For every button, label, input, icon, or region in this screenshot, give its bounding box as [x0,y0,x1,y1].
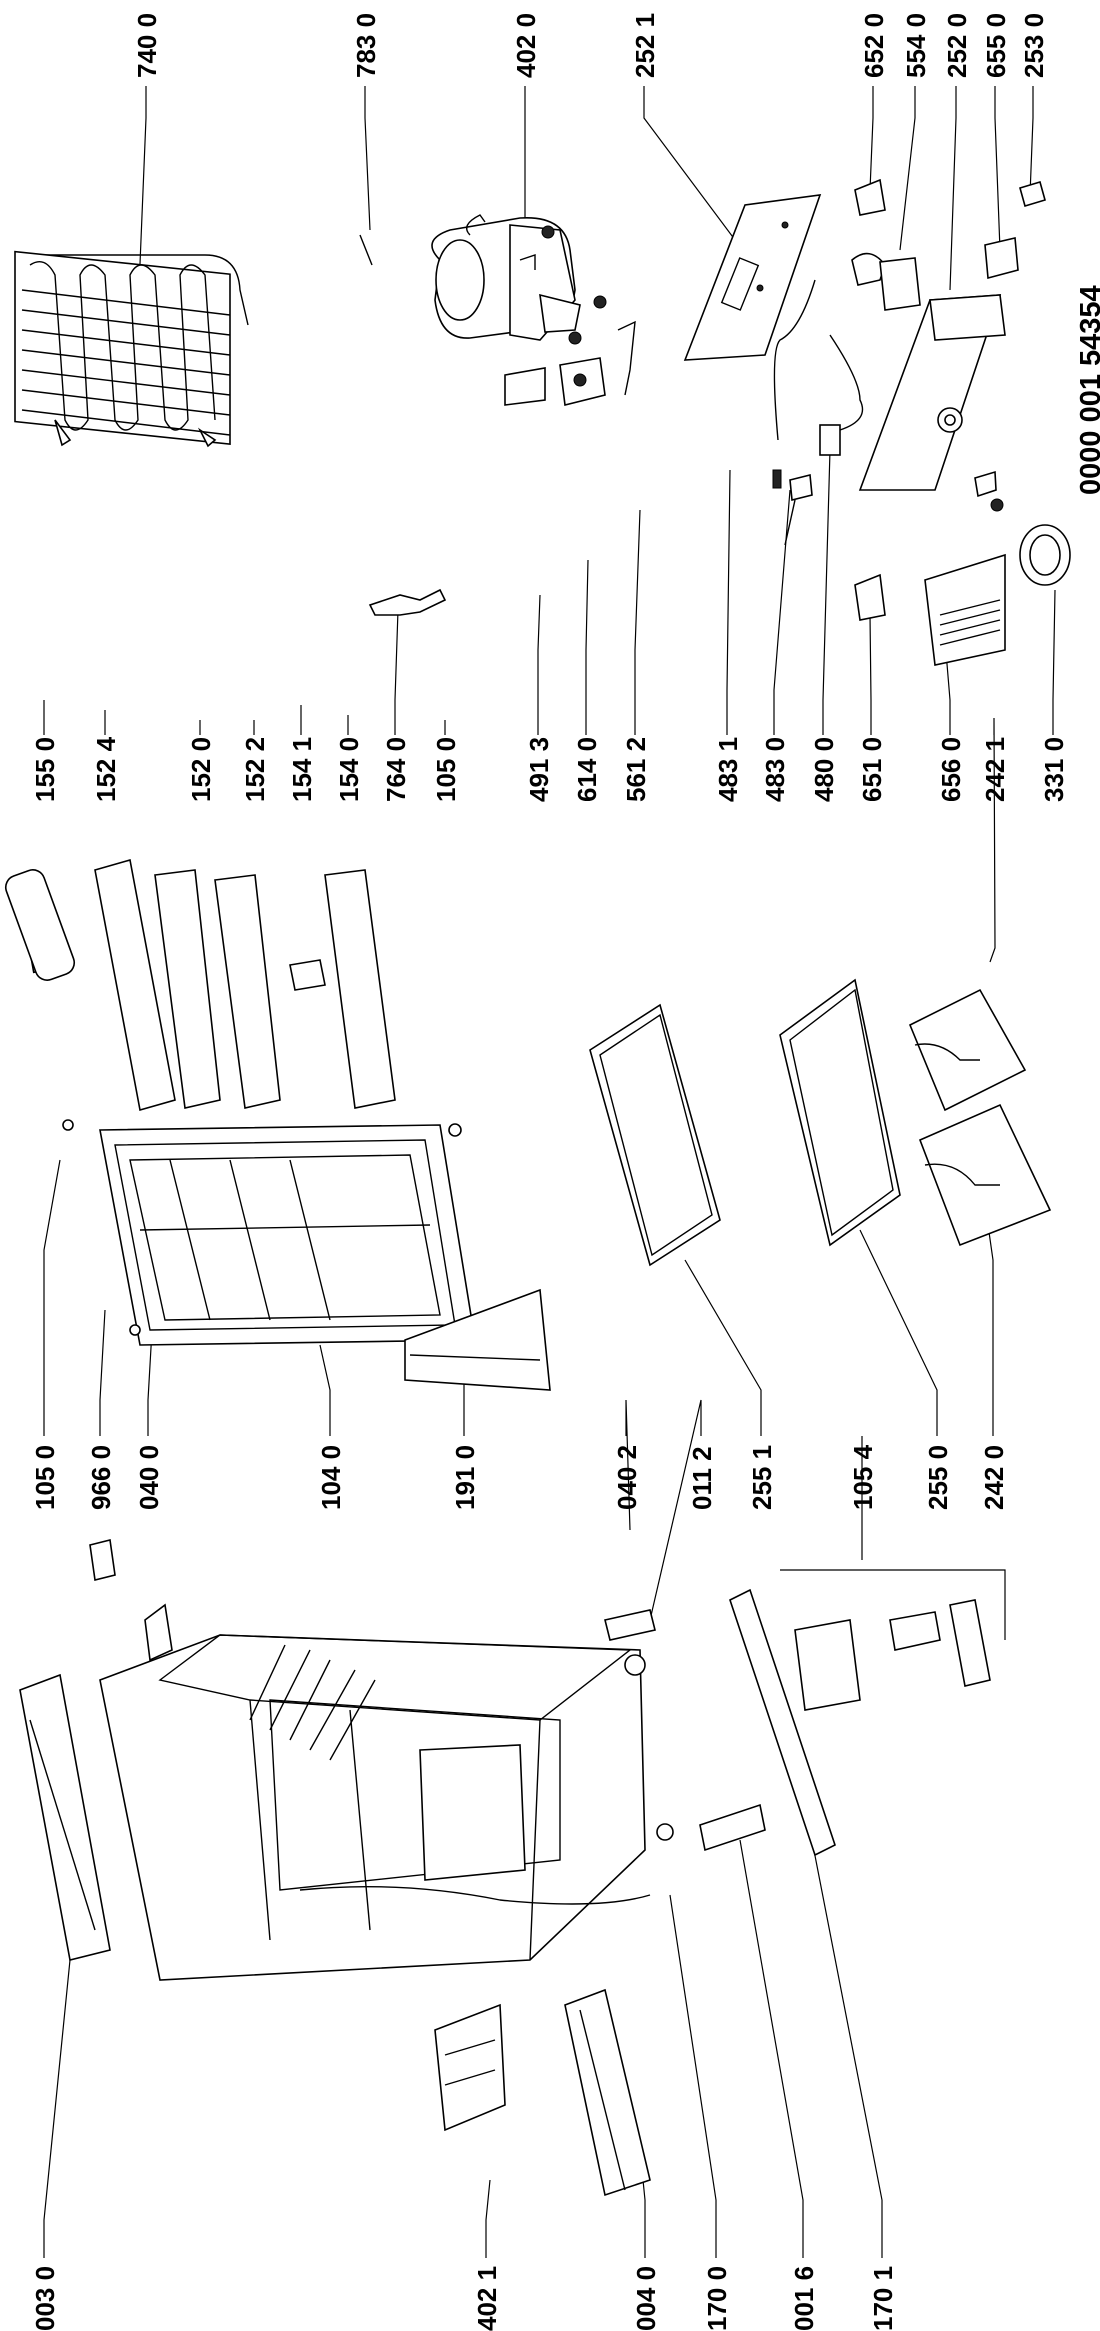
callout-105-4: 105 4 [848,1444,878,1510]
callout-040-0: 040 0 [134,1445,164,1510]
relay-parts [504,320,636,406]
callout-480-0: 480 0 [809,737,839,802]
callout-170-1: 170 1 [868,2266,898,2331]
compressor [431,214,607,345]
glass-shelves [589,978,901,1267]
callouts-top: 740 0 783 0 402 0 252 1 652 0 554 0 252 … [132,13,1049,78]
control-housing [851,178,1046,512]
callout-655-0: 655 0 [981,13,1011,78]
callout-614-0: 614 0 [572,737,602,802]
lamp-and-fan [854,524,1071,666]
leader-lines [43,86,1056,2258]
callouts-bottom: 003 0 402 1 004 0 170 0 001 6 170 1 [30,2266,898,2331]
callout-783-0: 783 0 [351,13,381,78]
callout-152-0: 152 0 [186,737,216,802]
callout-656-0: 656 0 [936,737,966,802]
callout-001-6: 001 6 [789,2266,819,2331]
side-panel [19,1673,111,1961]
callout-152-4: 152 4 [91,736,121,802]
callout-252-0: 252 0 [942,13,972,78]
document-id: 0000 001 54354 [1075,285,1100,495]
callout-154-0: 154 0 [334,737,364,802]
bracket-001-6 [699,1803,766,1852]
callout-764-0: 764 0 [381,737,411,802]
strip-170-1 [729,1588,836,1857]
callout-191-0: 191 0 [450,1445,480,1510]
callout-105-0-left: 105 0 [30,1445,60,1510]
callout-104-0: 104 0 [316,1445,346,1510]
callout-004-0: 004 0 [631,2266,661,2331]
callout-242-0: 242 0 [979,1445,1009,1510]
door-assembly [62,1119,551,1391]
callouts-middle: 155 0 152 4 152 0 152 2 154 1 154 0 764 … [30,736,1069,1510]
callout-155-0: 155 0 [30,737,60,802]
callout-242-1: 242 1 [980,737,1010,802]
callout-966-0: 966 0 [86,1445,116,1510]
hardware-105-4 [794,1599,991,1711]
callout-402-0: 402 0 [511,13,541,78]
foot-011-2 [624,1654,646,1676]
strip-170-0 [299,1885,651,1905]
callout-170-0: 170 0 [702,2266,732,2331]
thermostat-bulb [368,588,447,616]
cover-plate [683,194,822,361]
callout-740-0: 740 0 [132,13,162,78]
callout-105-0-right: 105 0 [431,737,461,802]
hinge-040-2 [604,1609,656,1641]
callout-154-1: 154 1 [287,737,317,802]
cabinet-body [99,1634,646,1981]
wiring-harness [772,279,864,546]
callout-483-1: 483 1 [713,737,743,802]
callout-152-2: 152 2 [240,737,270,802]
callout-652-0: 652 0 [859,13,889,78]
drier-rod [359,234,373,266]
box-402-1 [434,2003,506,2132]
callout-003-0: 003 0 [30,2266,60,2331]
callout-402-1: 402 1 [472,2266,502,2331]
callout-491-3: 491 3 [524,737,554,802]
base-004-0 [564,1988,651,2197]
callout-011-2: 011 2 [687,1446,717,1510]
callout-255-1: 255 1 [747,1445,777,1510]
callout-255-0: 255 0 [923,1445,953,1510]
callout-554-0: 554 0 [901,13,931,78]
callout-483-0: 483 0 [760,737,790,802]
hinge-966 [89,1539,116,1581]
callout-331-0: 331 0 [1039,737,1069,802]
hinge-040 [144,1603,173,1662]
callout-561-2: 561 2 [621,737,651,802]
callout-651-0: 651 0 [857,737,887,802]
crisper-drawers [908,988,1052,1247]
callout-040-2: 040 2 [612,1445,642,1510]
condenser [14,250,249,448]
callout-252-1: 252 1 [630,13,660,78]
callout-253-0: 253 0 [1019,13,1049,78]
door-shelves [4,858,462,1137]
